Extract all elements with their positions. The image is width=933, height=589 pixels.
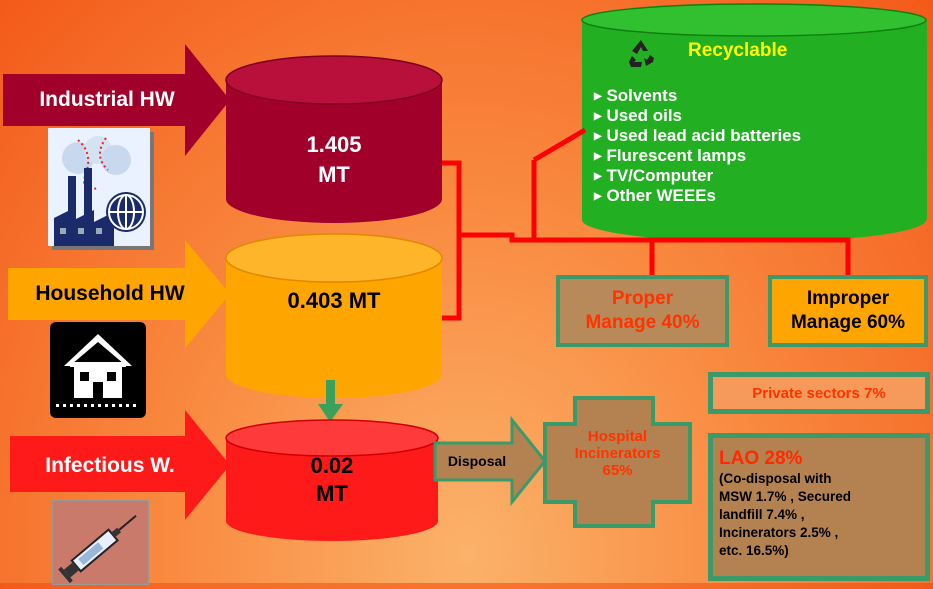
disposal-label: Disposal <box>447 453 507 469</box>
lao-title: LAO 28% <box>719 448 803 469</box>
industrial-amount-unit: MT <box>318 162 350 187</box>
industrial-cylinder <box>225 55 443 223</box>
infectious-amount: 0.02 MT <box>226 452 438 508</box>
list-item: ▶ Other WEEEs <box>594 186 717 205</box>
industrial-arrow <box>3 44 230 156</box>
lao-line: (Co-disposal with <box>719 471 832 486</box>
lao-box: LAO 28% (Co-disposal with MSW 1.7% , Sec… <box>708 433 930 581</box>
recycle-icon <box>626 38 656 68</box>
lao-line: etc. 16.5%) <box>719 543 789 558</box>
hospital-incinerators-text: Hospital Incinerators 65% <box>545 428 690 479</box>
lao-line: Incinerators 2.5% , <box>719 525 839 540</box>
infectious-amount-value: 0.02 <box>310 453 354 478</box>
household-arrow <box>8 240 230 348</box>
improper-manage-line1: Improper <box>806 288 890 309</box>
infectious-amount-unit: MT <box>316 481 348 506</box>
syringe-icon <box>52 500 149 585</box>
list-item: ▶ Solvents <box>594 86 678 105</box>
list-item: ▶ Flurescent lamps <box>594 146 747 165</box>
improper-manage-box: Improper Manage 60% <box>768 275 928 347</box>
bullet-icon: ▶ <box>594 191 602 202</box>
household-cylinder <box>225 233 443 398</box>
hospital-line2: Incinerators <box>574 445 661 462</box>
down-arrow <box>318 380 343 422</box>
recyclable-cylinder <box>581 3 927 242</box>
improper-manage-line2: Manage 60% <box>790 312 906 333</box>
bullet-icon: ▶ <box>594 151 602 162</box>
proper-manage-box: Proper Manage 40% <box>556 275 729 347</box>
bullet-icon: ▶ <box>594 131 602 142</box>
list-item: ▶ Used oils <box>594 106 683 125</box>
hospital-line3: 65% <box>602 462 633 479</box>
proper-manage-line2: Manage 40% <box>585 312 700 333</box>
recyclable-list: ▶ Solvents ▶ Used oils ▶ Used lead acid … <box>594 86 801 206</box>
lao-line: landfill 7.4% , <box>719 507 805 522</box>
household-label: Household HW <box>35 282 185 305</box>
recyclable-title: Recyclable <box>688 40 788 61</box>
infectious-label: Infectious W. <box>45 454 175 477</box>
industrial-amount: 1.405 MT <box>226 130 442 190</box>
bullet-icon: ▶ <box>594 111 602 122</box>
industrial-amount-value: 1.405 <box>306 132 362 157</box>
infectious-arrow <box>10 410 230 520</box>
industrial-label: Industrial HW <box>39 88 175 111</box>
lao-line: MSW 1.7% , Secured <box>719 489 852 504</box>
hospital-line1: Hospital <box>587 428 648 445</box>
private-sectors-box: Private sectors 7% <box>708 372 930 414</box>
proper-manage-line1: Proper <box>611 288 674 309</box>
private-sectors-text: Private sectors 7% <box>752 384 886 402</box>
infectious-cylinder <box>225 419 439 541</box>
hospital-cross <box>543 396 692 528</box>
lao-details: (Co-disposal with MSW 1.7% , Secured lan… <box>719 470 919 560</box>
household-amount: 0.403 MT <box>287 288 381 313</box>
list-item: ▶ Used lead acid batteries <box>594 126 802 145</box>
disposal-arrow <box>433 415 547 507</box>
bullet-icon: ▶ <box>594 171 602 182</box>
list-item: ▶ TV/Computer <box>594 166 714 185</box>
bullet-icon: ▶ <box>594 91 602 102</box>
house-icon <box>50 322 146 418</box>
factory-globe-icon <box>48 128 150 246</box>
connector-lines <box>442 127 851 321</box>
